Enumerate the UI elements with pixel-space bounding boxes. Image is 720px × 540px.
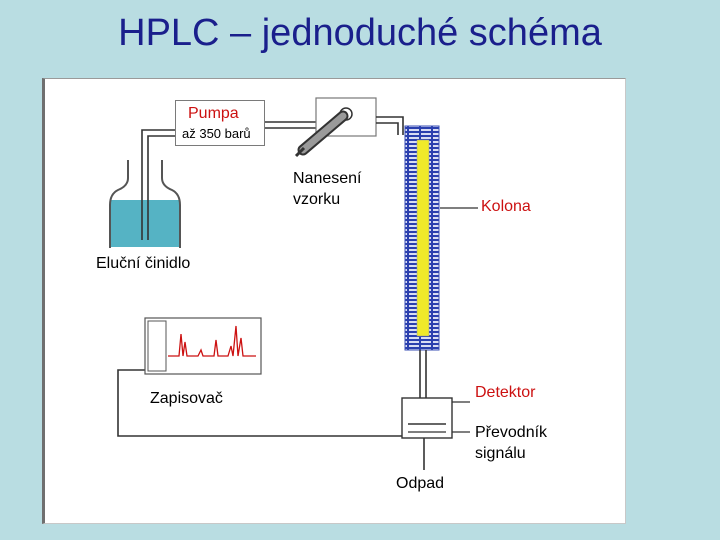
recorder <box>144 317 262 375</box>
leader-lines <box>440 207 478 433</box>
chromatogram-trace <box>168 325 256 357</box>
eluent-label: Eluční činidlo <box>96 255 191 272</box>
injection-valve <box>294 97 377 158</box>
injection-label-line2: vzorku <box>293 191 341 208</box>
pump-label: Pumpa <box>188 105 239 122</box>
column-outlet-tubing <box>419 350 427 398</box>
converter-label-line2: signálu <box>475 445 526 462</box>
eluent-bottle <box>109 160 181 248</box>
pump-pressure-label: až 350 barů <box>182 126 251 141</box>
column <box>404 125 440 351</box>
detector-cell <box>401 397 453 470</box>
converter-label-line1: Převodník <box>475 424 548 441</box>
waste-label: Odpad <box>396 475 445 492</box>
slide-title: HPLC – jednoduché schéma <box>118 12 602 54</box>
recorder-label: Zapisovač <box>150 390 223 407</box>
injection-label-line1: Nanesení <box>293 170 362 187</box>
pump-box: Pumpa až 350 barů <box>175 100 265 146</box>
signal-cable <box>117 369 402 437</box>
detector-label: Detektor <box>475 384 536 401</box>
column-label: Kolona <box>481 198 531 215</box>
diagram-frame <box>42 78 626 524</box>
pump-tubing <box>141 121 318 240</box>
